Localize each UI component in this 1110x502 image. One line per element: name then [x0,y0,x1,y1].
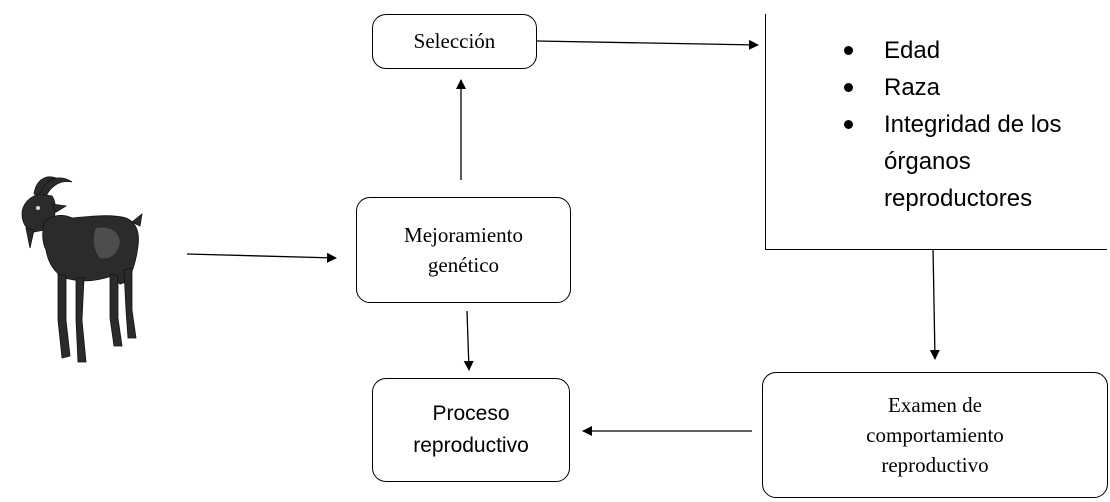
proceso-line-2: reproductivo [413,434,529,457]
bullet-icon [844,120,853,129]
arrow-goat-to-mejoramiento [186,252,337,263]
arrow-seleccion-to-criteria [536,39,759,50]
arrow-criteria-to-examen [929,246,940,360]
proceso-line-1: Proceso [432,402,510,425]
examen-comportamiento-box: Examen de comportamiento reproductivo [762,372,1108,498]
arrow-mejoramiento-to-proceso [463,310,474,371]
mejoramiento-genetico-box: Mejoramiento genético [356,197,571,303]
criteria-text: Raza [884,74,941,101]
criteria-item-edad: Edad [766,32,1108,69]
criteria-item-integridad: Integridad de los órganos reproductores [766,106,1108,217]
criteria-text: Edad [884,37,941,64]
bullet-icon [844,83,853,92]
examen-line-2: comportamiento [866,423,1004,447]
goat-icon [21,176,143,363]
criteria-list: Edad Raza Integridad de los órganos repr… [766,32,1108,217]
examen-line-1: Examen de [888,393,982,417]
criteria-item-raza: Raza [766,69,1108,106]
criteria-text: reproductores [884,185,1033,212]
proceso-reproductivo-box: Proceso reproductivo [372,378,570,482]
mejoramiento-line-2: genético [427,253,500,277]
criteria-text: Integridad de los [884,111,1062,138]
seleccion-label: Selección [413,29,496,53]
examen-line-3: reproductivo [881,453,989,477]
proceso-text: Proceso reproductivo [413,398,529,462]
criteria-text: órganos [884,148,971,175]
examen-text: Examen de comportamiento reproductivo [866,390,1004,480]
selection-criteria-box: Edad Raza Integridad de los órganos repr… [765,14,1107,250]
mejoramiento-text: Mejoramiento genético [404,220,523,280]
bullet-icon [844,46,853,55]
mejoramiento-line-1: Mejoramiento [404,223,523,247]
seleccion-box: Selección [372,14,537,69]
